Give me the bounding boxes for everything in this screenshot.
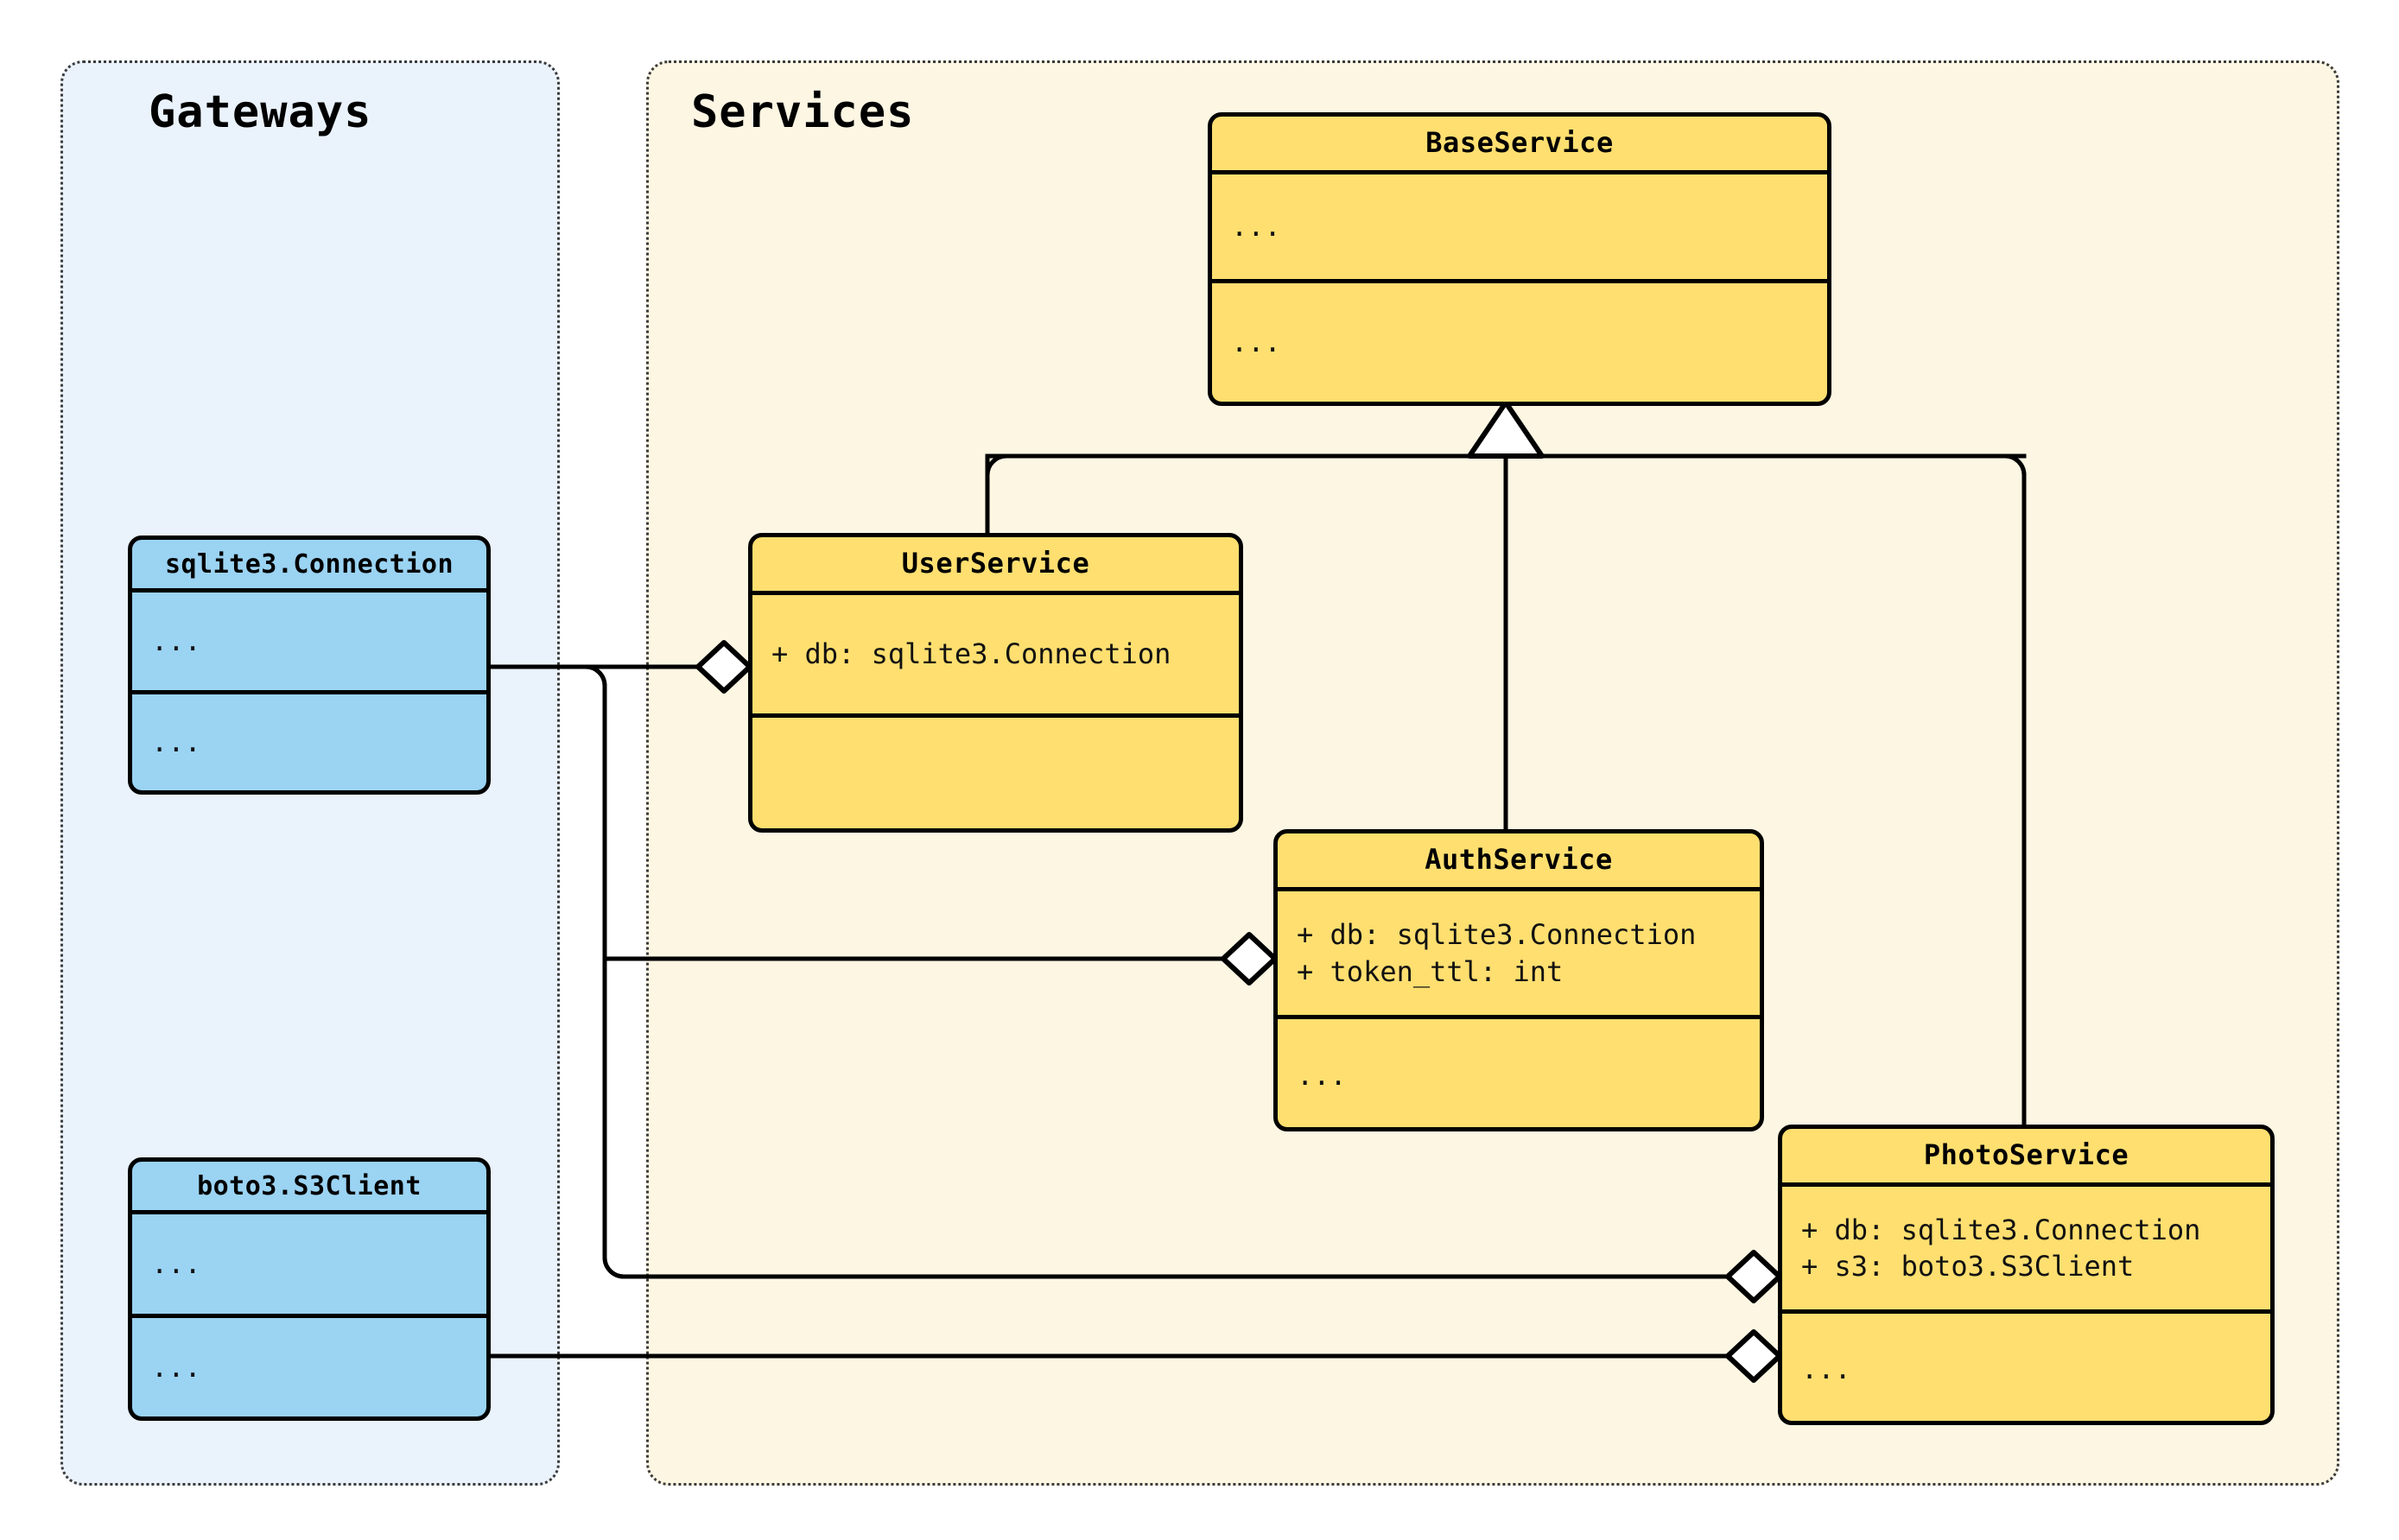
attribute-row: ... (151, 624, 201, 658)
class-box-boto3-s3client[interactable]: boto3.S3Client ... ... (128, 1157, 491, 1421)
attribute-row: + s3: boto3.S3Client (1801, 1250, 2135, 1283)
class-attributes-sqlite3-connection: ... (132, 588, 486, 690)
class-methods-userservice (752, 713, 1239, 828)
class-attributes-userservice: + db: sqlite3.Connection (752, 591, 1239, 713)
class-attributes-photoservice: + db: sqlite3.Connection + s3: boto3.S3C… (1782, 1182, 2270, 1309)
class-methods-boto3-s3client: ... (132, 1314, 486, 1416)
class-name-photoservice: PhotoService (1923, 1138, 2129, 1172)
attribute-row: + token_ttl: int (1297, 954, 1564, 988)
class-attributes-authservice: + db: sqlite3.Connection + token_ttl: in… (1278, 887, 1760, 1015)
method-row: ... (151, 1350, 201, 1384)
attribute-row: + db: sqlite3.Connection (1297, 918, 1697, 952)
class-attributes-baseservice: ... (1212, 170, 1827, 279)
attribute-row: + db: sqlite3.Connection (1801, 1213, 2201, 1246)
method-row: ... (1297, 1058, 1347, 1092)
class-name-boto3-s3client: boto3.S3Client (197, 1170, 422, 1201)
class-attributes-boto3-s3client: ... (132, 1210, 486, 1314)
class-methods-authservice: ... (1278, 1015, 1760, 1127)
class-box-userservice[interactable]: UserService + db: sqlite3.Connection (748, 533, 1243, 833)
class-methods-sqlite3-connection: ... (132, 690, 486, 790)
attribute-row: ... (151, 1247, 201, 1281)
package-gateways-title: Gateways (149, 86, 372, 138)
class-name-sqlite3-connection: sqlite3.Connection (164, 548, 454, 580)
method-row: ... (151, 726, 201, 759)
class-methods-photoservice: ... (1782, 1309, 2270, 1421)
class-box-baseservice[interactable]: BaseService ... ... (1208, 112, 1831, 406)
package-services-title: Services (691, 86, 915, 138)
class-name-baseservice: BaseService (1425, 126, 1614, 160)
class-name-userservice: UserService (901, 547, 1090, 580)
class-methods-baseservice: ... (1212, 279, 1827, 402)
method-row: ... (1231, 326, 1281, 359)
attribute-row: + db: sqlite3.Connection (771, 637, 1171, 671)
class-box-sqlite3-connection[interactable]: sqlite3.Connection ... ... (128, 536, 491, 795)
class-box-photoservice[interactable]: PhotoService + db: sqlite3.Connection + … (1778, 1125, 2275, 1425)
attribute-row: ... (1231, 210, 1281, 244)
method-row: ... (1801, 1353, 1851, 1386)
class-box-authservice[interactable]: AuthService + db: sqlite3.Connection + t… (1273, 829, 1764, 1131)
class-name-authservice: AuthService (1425, 843, 1613, 877)
